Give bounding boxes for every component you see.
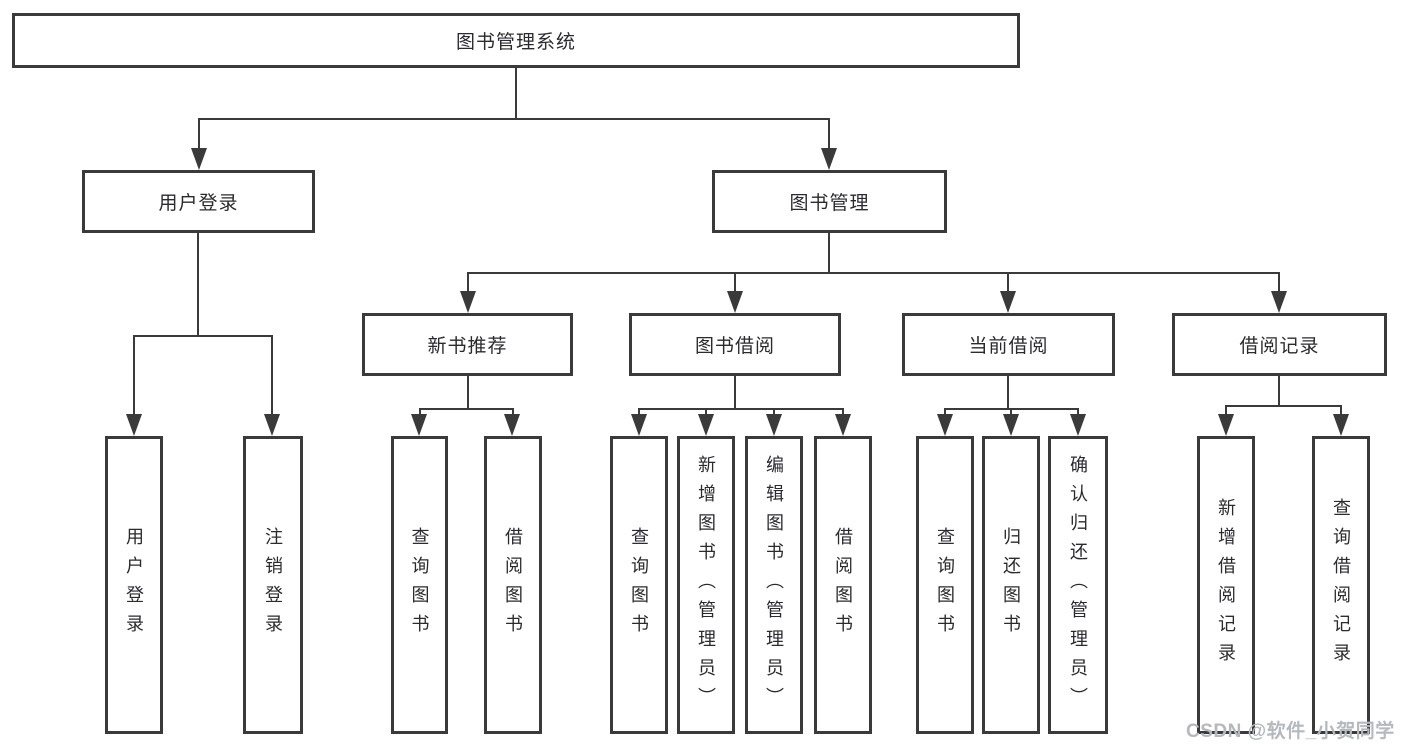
connector-drop [1340, 405, 1342, 417]
arrowhead-icon [698, 414, 714, 436]
connector-drop [467, 272, 469, 296]
connector-stem [1007, 376, 1009, 408]
connector-bar [133, 335, 272, 337]
arrowhead-icon [1003, 414, 1019, 436]
arrowhead-icon [1070, 414, 1086, 436]
arrowhead-icon [460, 291, 476, 313]
node-current-borrow: 当前借阅 [902, 313, 1115, 376]
connector-drop [1010, 408, 1012, 418]
connector-bar [467, 272, 1280, 274]
connector-drop [1077, 408, 1079, 418]
connector-drop [1007, 272, 1009, 296]
leaf-confirm-return-admin: 确认归还（管理员） [1048, 436, 1108, 734]
arrowhead-icon [1218, 414, 1234, 436]
leaf-query-books-1: 查询图书 [391, 436, 448, 734]
connector-stem [734, 376, 736, 408]
connector-stem [197, 233, 199, 335]
node-borrow-records: 借阅记录 [1172, 313, 1387, 376]
arrowhead-icon [631, 414, 647, 436]
leaf-add-books-admin: 新增图书（管理员） [677, 436, 735, 734]
arrowhead-icon [835, 414, 851, 436]
connector-drop [944, 408, 946, 418]
connector-drop [773, 408, 775, 418]
leaf-user-login: 用户登录 [105, 436, 163, 734]
connector-stem [1278, 376, 1280, 405]
connector-stem [467, 376, 469, 408]
arrowhead-icon [504, 414, 520, 436]
leaf-query-borrow-record: 查询借阅记录 [1312, 436, 1370, 734]
node-new-book-recommend: 新书推荐 [362, 313, 573, 376]
connector-drop [198, 118, 200, 154]
arrowhead-icon [126, 414, 142, 436]
leaf-query-books-2: 查询图书 [610, 436, 668, 734]
arrowhead-icon [191, 148, 207, 170]
csdn-watermark: CSDN @软件_小贺同学 [1186, 721, 1395, 742]
node-root: 图书管理系统 [12, 13, 1020, 68]
leaf-borrow-books-2: 借阅图书 [814, 436, 872, 734]
leaf-query-books-3: 查询图书 [916, 436, 974, 734]
arrowhead-icon [1000, 291, 1016, 313]
leaf-add-borrow-record: 新增借阅记录 [1197, 436, 1255, 734]
connector-drop [419, 408, 421, 418]
connector-bar [419, 408, 514, 410]
connector-drop [512, 408, 514, 418]
connector-bar [1225, 405, 1342, 407]
arrowhead-icon [264, 414, 280, 436]
connector-drop [1278, 272, 1280, 296]
arrowhead-icon [411, 414, 427, 436]
connector-drop [1225, 405, 1227, 417]
connector-drop [734, 272, 736, 296]
connector-bar [638, 408, 844, 410]
arrowhead-icon [1271, 291, 1287, 313]
node-user-login: 用户登录 [82, 170, 315, 233]
arrowhead-icon [727, 291, 743, 313]
connector-drop [842, 408, 844, 418]
node-book-management: 图书管理 [712, 170, 947, 233]
node-book-borrow: 图书借阅 [629, 313, 841, 376]
leaf-edit-books-admin: 编辑图书（管理员） [745, 436, 803, 734]
arrowhead-icon [937, 414, 953, 436]
leaf-return-books: 归还图书 [982, 436, 1040, 734]
arrowhead-icon [766, 414, 782, 436]
connector-drop [705, 408, 707, 418]
arrowhead-icon [1333, 414, 1349, 436]
arrowhead-icon [821, 148, 837, 170]
connector-drop [271, 335, 273, 417]
leaf-borrow-books-1: 借阅图书 [484, 436, 542, 734]
connector-root-bar [198, 118, 830, 120]
connector-root-stem [515, 68, 517, 118]
connector-drop [133, 335, 135, 417]
connector-drop [828, 118, 830, 154]
connector-stem [828, 233, 830, 272]
leaf-logout: 注销登录 [243, 436, 303, 734]
connector-drop [638, 408, 640, 418]
